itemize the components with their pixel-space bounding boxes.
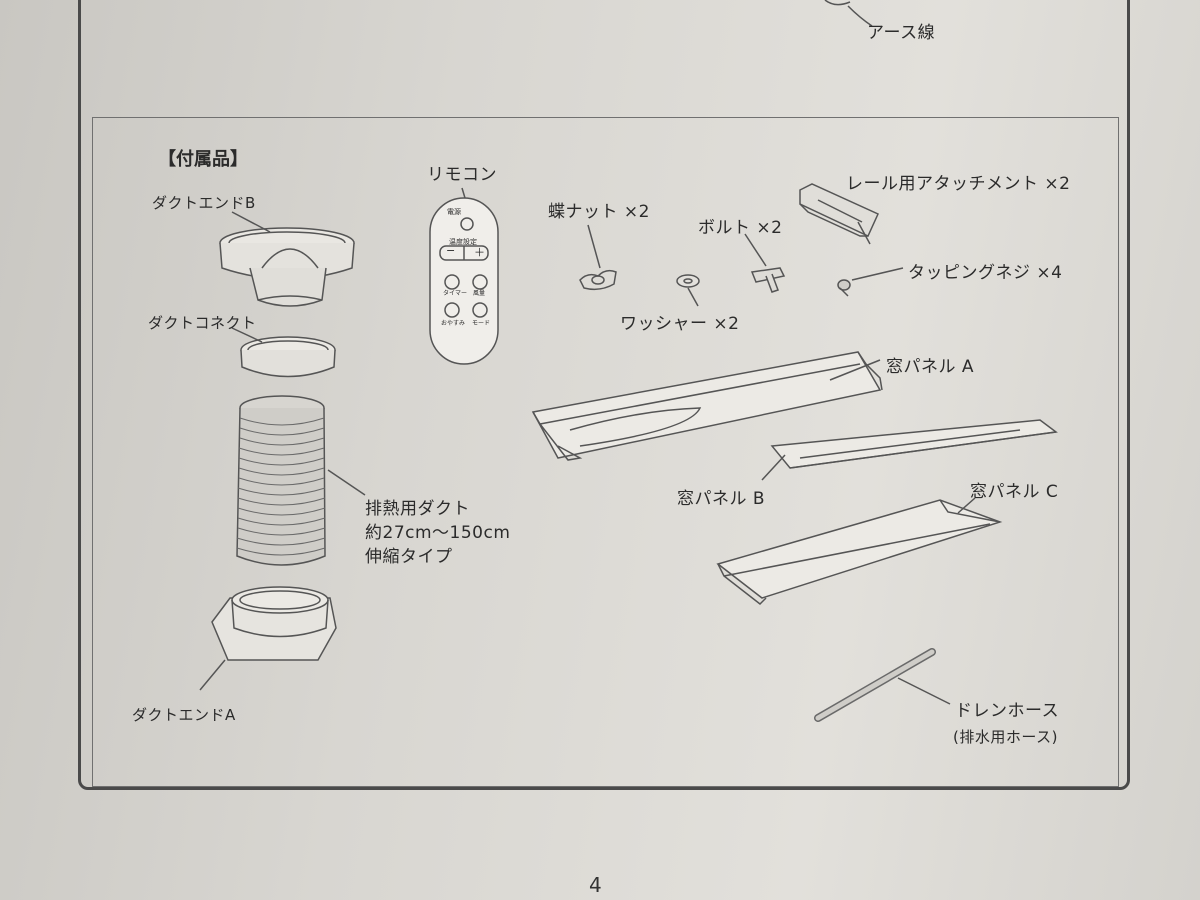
drain-hose-label: ドレンホース bbox=[955, 701, 1060, 721]
remote-power-label: 電源 bbox=[447, 208, 461, 216]
rail-attachment-icon bbox=[799, 183, 879, 245]
page-number: 4 bbox=[589, 873, 602, 897]
duct-connect-label: ダクトコネクト bbox=[148, 314, 257, 332]
earth-wire-icon bbox=[824, 0, 873, 27]
remote-plus-label: ＋ bbox=[474, 246, 485, 259]
wing-nut-icon bbox=[579, 269, 617, 291]
remote-airflow-label: 風量 bbox=[473, 290, 486, 297]
outer-page-frame bbox=[78, 0, 1130, 790]
window-panel-b-icon bbox=[770, 419, 1058, 469]
earth-wire-label: アース線 bbox=[867, 23, 936, 43]
window-panel-c-icon bbox=[716, 499, 1003, 605]
washer-icon bbox=[676, 274, 700, 288]
remote-mode-label: モード bbox=[472, 320, 491, 327]
section-title: 【付属品】 bbox=[158, 149, 248, 170]
duct-end-b-icon bbox=[219, 227, 355, 307]
drain-hose-note: (排水用ホース) bbox=[953, 728, 1058, 746]
duct-end-b-label: ダクトエンドB bbox=[152, 194, 256, 212]
bolt-icon bbox=[750, 267, 786, 293]
remote-minus-label: − bbox=[446, 244, 456, 257]
exhaust-duct-icon bbox=[236, 395, 326, 566]
wing-nut-label: 蝶ナット ×2 bbox=[548, 202, 650, 222]
window-panel-b-label: 窓パネル B bbox=[677, 489, 766, 509]
window-panel-c-label: 窓パネル C bbox=[970, 482, 1059, 502]
duct-end-a-icon bbox=[211, 586, 337, 661]
drain-hose-icon bbox=[814, 648, 936, 722]
exhaust-duct-line1: 排熱用ダクト bbox=[365, 499, 470, 519]
exhaust-duct-label: 排熱用ダクト 約27cm〜150cm 伸縮タイプ bbox=[365, 497, 510, 569]
remote-timer-label: タイマー bbox=[443, 290, 468, 297]
tapping-screw-icon bbox=[837, 279, 851, 297]
remote-temp-label: 温度設定 bbox=[449, 238, 477, 246]
accessories-box bbox=[92, 117, 1119, 787]
washer-label: ワッシャー ×2 bbox=[620, 314, 740, 334]
exhaust-duct-line3: 伸縮タイプ bbox=[365, 547, 453, 567]
remote-control-icon bbox=[429, 197, 499, 365]
window-panel-a-icon bbox=[531, 351, 883, 461]
duct-end-a-label: ダクトエンドA bbox=[132, 706, 236, 724]
remote-label: リモコン bbox=[427, 165, 497, 185]
remote-sleep-label: おやすみ bbox=[441, 320, 466, 327]
bolt-label: ボルト ×2 bbox=[698, 218, 783, 238]
rail-attachment-label: レール用アタッチメント ×2 bbox=[846, 174, 1071, 194]
duct-connect-icon bbox=[240, 336, 336, 378]
tapping-screw-label: タッピングネジ ×4 bbox=[908, 263, 1063, 283]
window-panel-a-label: 窓パネル A bbox=[886, 357, 975, 377]
exhaust-duct-line2: 約27cm〜150cm bbox=[365, 523, 511, 543]
